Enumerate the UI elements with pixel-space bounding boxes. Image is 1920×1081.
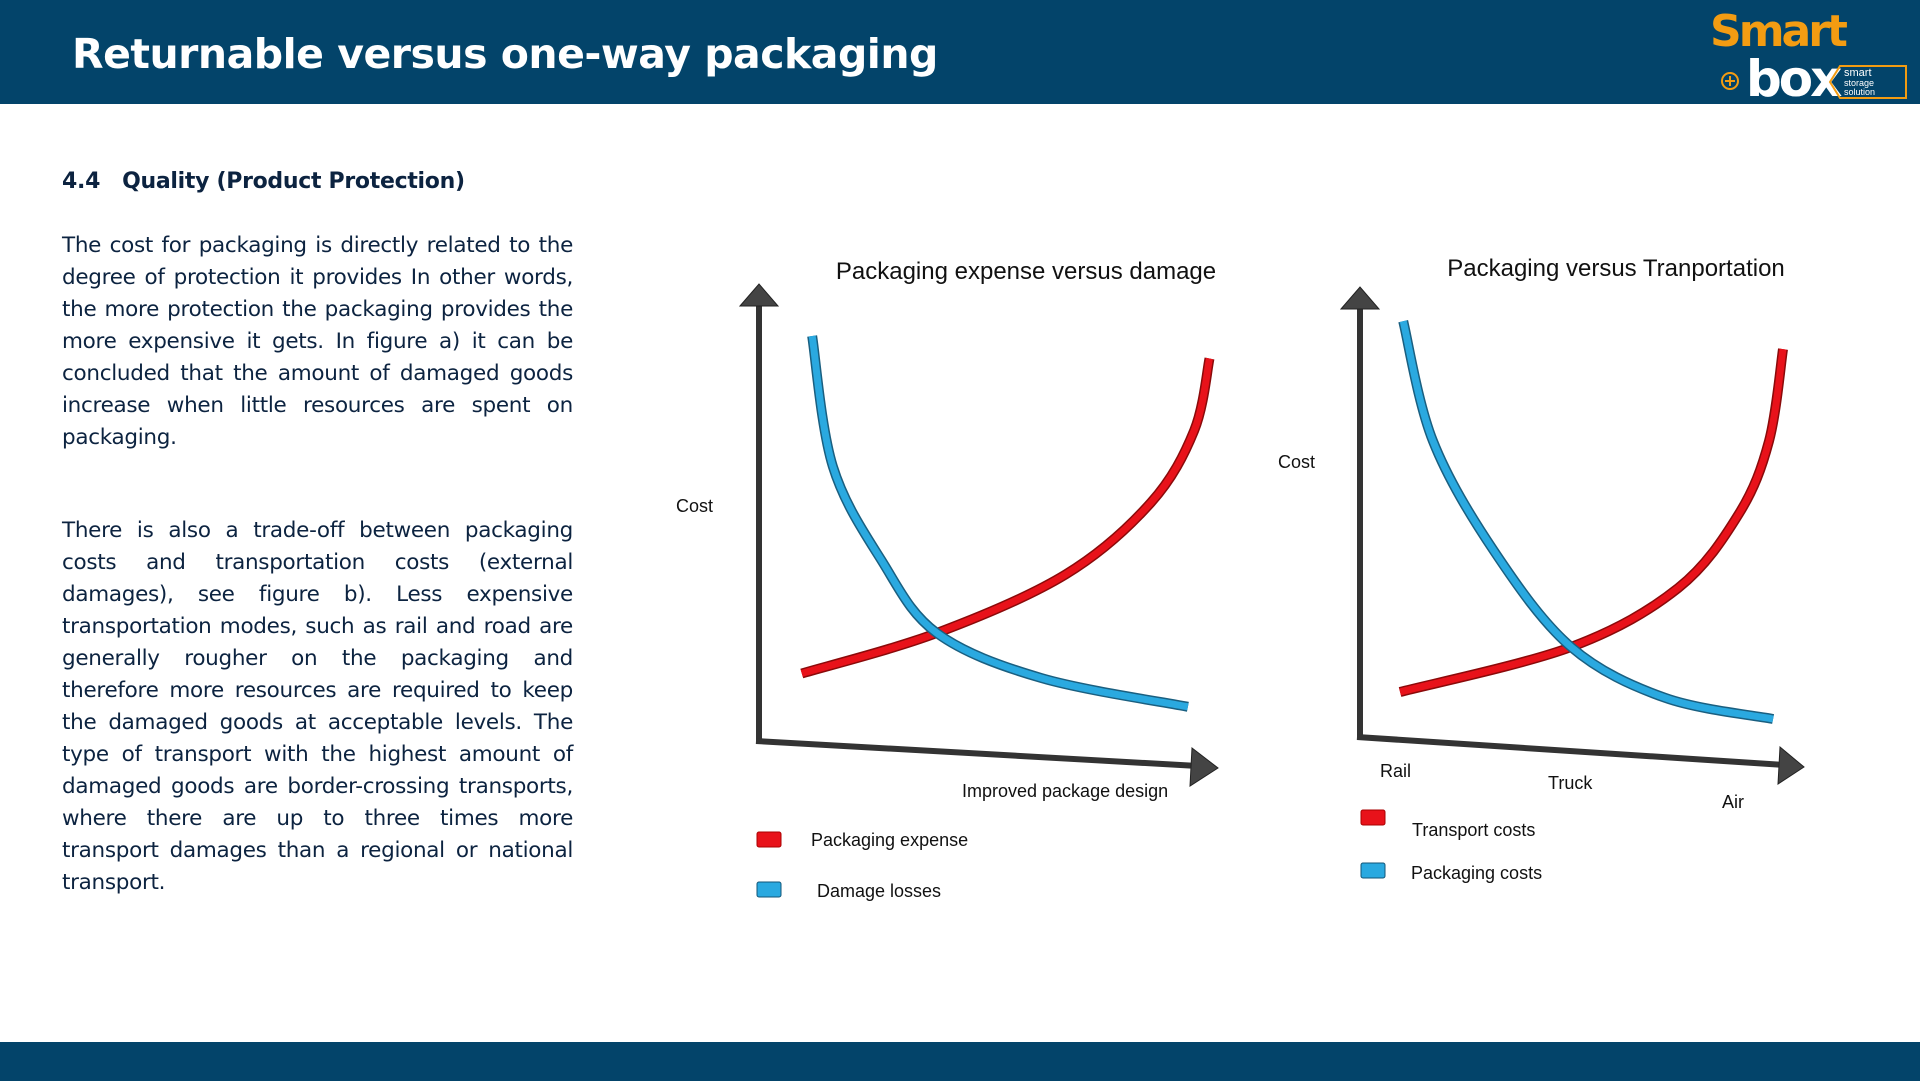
chart-packaging-vs-transportation: Packaging versus Tranportation Cost Rail… bbox=[1278, 255, 1805, 883]
section-heading: 4.4 Quality (Product Protection) bbox=[62, 169, 465, 194]
x-axis-label: Improved package design bbox=[962, 781, 1168, 801]
section-number: 4.4 bbox=[62, 169, 101, 194]
page-title: Returnable versus one-way packaging bbox=[72, 30, 938, 78]
series-line-damage-losses bbox=[808, 335, 1189, 711]
svg-text:solution: solution bbox=[1844, 87, 1875, 97]
y-axis-label: Cost bbox=[676, 496, 713, 516]
legend-swatch-packaging-expense bbox=[756, 831, 782, 848]
smartbox-logo: Smart box smart storage solution bbox=[1710, 8, 1907, 100]
paragraph-transport-tradeoff: There is also a trade-off between packag… bbox=[62, 518, 573, 895]
legend-label-packaging-expense: Packaging expense bbox=[811, 830, 968, 850]
x-axis-arrow bbox=[1189, 747, 1219, 787]
x-tick-truck: Truck bbox=[1548, 773, 1593, 793]
svg-text:Smart: Smart bbox=[1710, 8, 1848, 57]
y-axis-arrow bbox=[738, 283, 780, 307]
legend-swatch-transport-costs bbox=[1360, 809, 1386, 826]
x-axis-arrow bbox=[1777, 745, 1805, 785]
section-title: Quality (Product Protection) bbox=[122, 169, 465, 194]
svg-text:box: box bbox=[1746, 50, 1842, 100]
legend-swatch-damage-losses bbox=[756, 881, 782, 898]
x-tick-rail: Rail bbox=[1380, 761, 1411, 781]
legend-label-packaging-costs: Packaging costs bbox=[1411, 863, 1542, 883]
series-line-packaging-expense bbox=[800, 357, 1213, 677]
legend-label-damage-losses: Damage losses bbox=[817, 881, 941, 901]
y-axis-arrow bbox=[1339, 286, 1381, 310]
svg-text:storage: storage bbox=[1844, 78, 1874, 88]
footer-bar bbox=[0, 1042, 1920, 1081]
series-line-transport-costs bbox=[1399, 348, 1787, 696]
paragraph-packaging-protection: The cost for packaging is directly relat… bbox=[62, 233, 573, 450]
x-axis bbox=[1356, 734, 1785, 768]
chart-title: Packaging versus Tranportation bbox=[1447, 255, 1785, 282]
y-axis-label: Cost bbox=[1278, 452, 1315, 472]
legend-label-transport-costs: Transport costs bbox=[1412, 820, 1535, 840]
x-tick-air: Air bbox=[1722, 792, 1744, 812]
series-line-packaging-costs bbox=[1399, 320, 1774, 723]
header-bar: Returnable versus one-way packaging Smar… bbox=[0, 0, 1920, 104]
x-axis bbox=[755, 738, 1199, 769]
svg-text:smart: smart bbox=[1844, 67, 1872, 79]
chart-title: Packaging expense versus damage bbox=[836, 258, 1216, 285]
legend-swatch-packaging-costs bbox=[1360, 862, 1386, 879]
chart-packaging-expense-vs-damage: Packaging expense versus damage Cost Imp… bbox=[676, 258, 1219, 901]
series-outline-packaging-expense bbox=[800, 357, 1215, 679]
